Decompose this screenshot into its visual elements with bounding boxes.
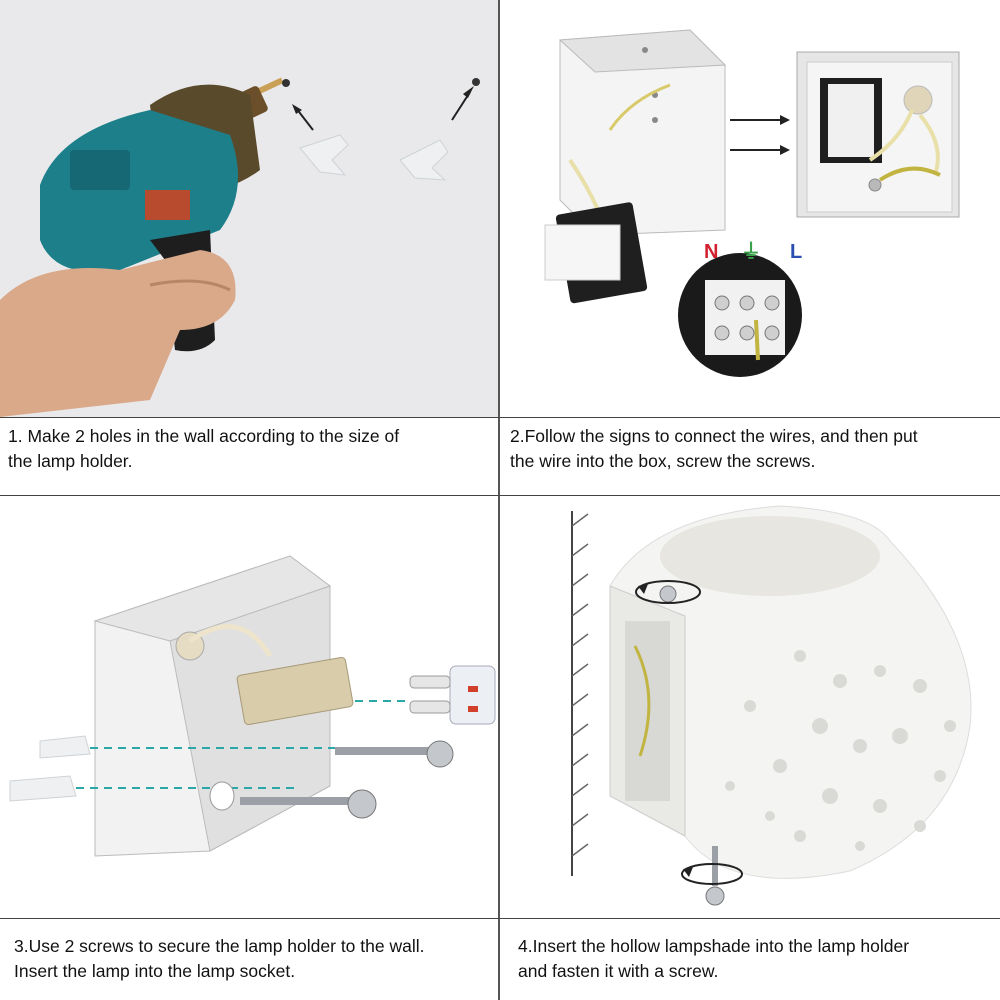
caption-line: 2.Follow the signs to connect the wires,… (510, 426, 918, 446)
caption-line: and fasten it with a screw. (518, 961, 719, 981)
label-ground: ⏚ (741, 240, 761, 263)
label-neutral: N (704, 241, 718, 263)
screw-icon (240, 740, 454, 819)
step3-illustration (0, 496, 498, 916)
label-live: L (790, 241, 802, 263)
drill-icon (0, 77, 480, 417)
step4-illustration (500, 496, 1000, 916)
horizontal-divider (0, 918, 1000, 919)
terminal-block-icon (544, 202, 648, 304)
caption-line: 4.Insert the hollow lampshade into the l… (518, 936, 910, 956)
lamp-bulb-icon (409, 665, 496, 725)
caption-line: the lamp holder. (8, 451, 133, 471)
wall-anchor-icon (9, 735, 91, 802)
step2-caption: 2.Follow the signs to connect the wires,… (510, 424, 990, 474)
caption-line: 1. Make 2 holes in the wall according to… (8, 426, 400, 446)
caption-line: 3.Use 2 screws to secure the lamp holder… (14, 936, 425, 956)
horizontal-divider (0, 417, 1000, 418)
step2-illustration: N ⏚ L (500, 0, 1000, 417)
rotate-arrow-icon (635, 580, 701, 604)
step3-caption: 3.Use 2 screws to secure the lamp holder… (14, 934, 496, 984)
step1-illustration (0, 0, 498, 417)
rotate-arrow-icon (681, 863, 743, 885)
junction-box-icon (558, 29, 727, 236)
wall-anchor-icon (299, 134, 449, 181)
caption-line: the wire into the box, screw the screws. (510, 451, 816, 471)
caption-line: Insert the lamp into the lamp socket. (14, 961, 296, 981)
step1-caption: 1. Make 2 holes in the wall according to… (8, 424, 488, 474)
horizontal-divider (0, 495, 1000, 496)
step4-caption: 4.Insert the hollow lampshade into the l… (518, 934, 994, 984)
vertical-divider (498, 0, 500, 1000)
